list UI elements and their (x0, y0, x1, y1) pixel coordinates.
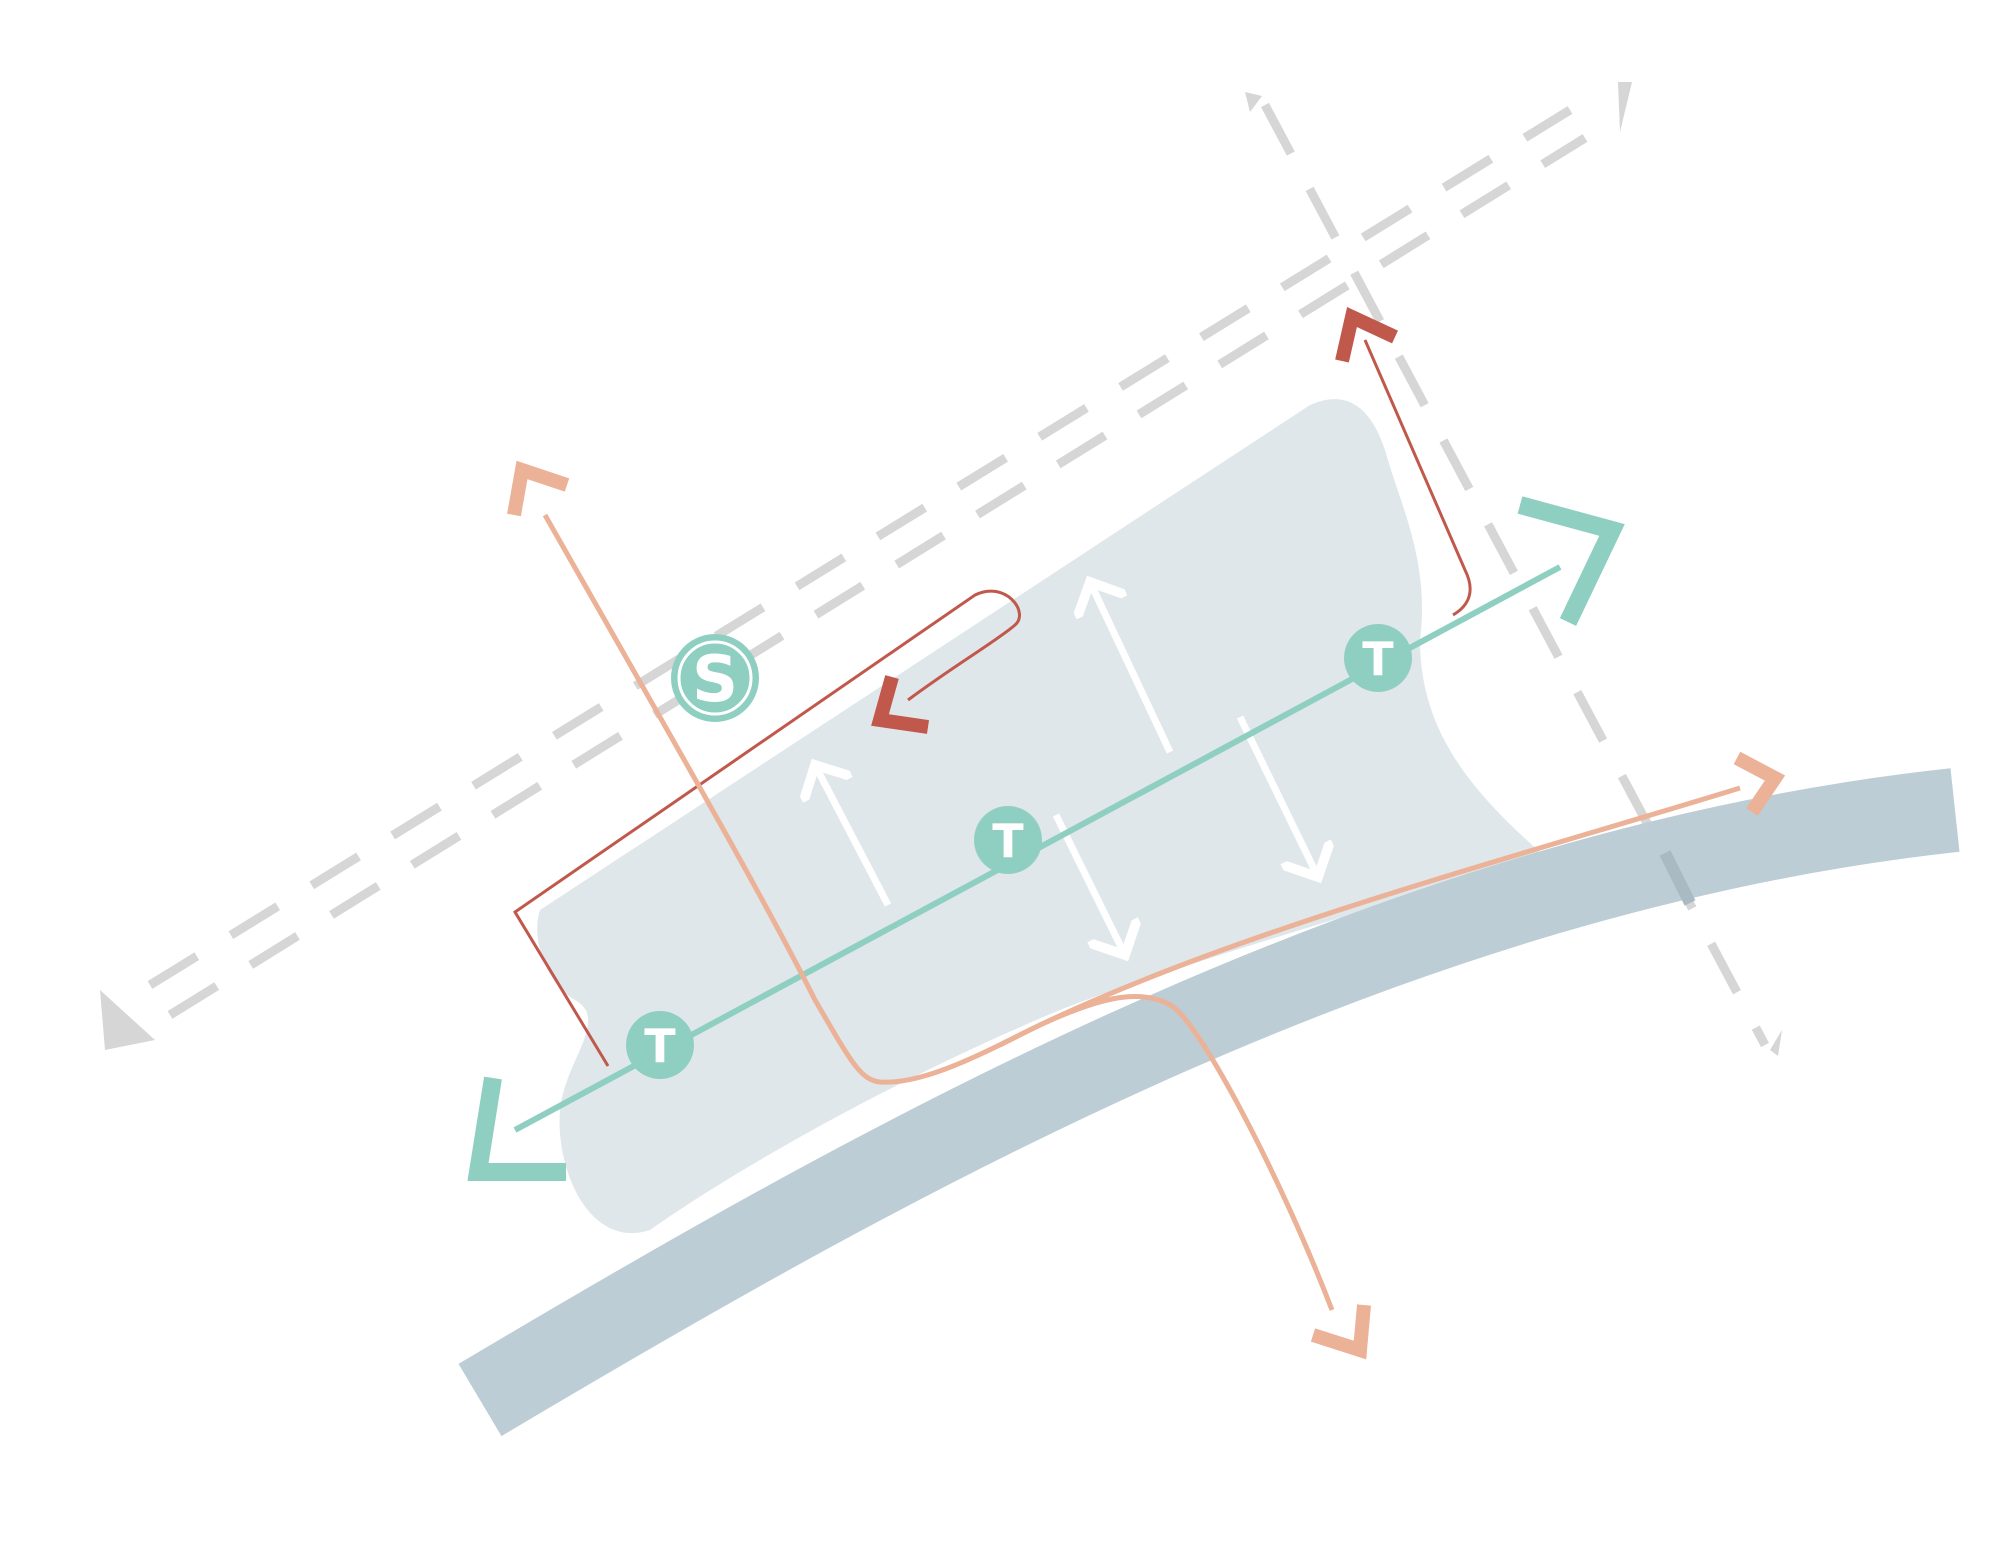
teal-bracket-right-icon (1517, 496, 1625, 626)
red-arrowhead-top-icon (1335, 306, 1398, 363)
node-s-ring (677, 640, 753, 716)
node-t3-label: T (1362, 632, 1394, 686)
white-double-arrows (815, 582, 1318, 955)
salmon-arrowhead-right-icon (1733, 751, 1786, 816)
node-s-circle (671, 634, 759, 722)
pale-region (537, 399, 1540, 1234)
white-arrow-1 (815, 765, 892, 907)
road-tick (1659, 850, 1696, 906)
red-outline-path (512, 589, 1021, 1067)
salmon-curve-horizontal (998, 785, 1741, 1048)
node-t1-label: T (644, 1019, 676, 1073)
red-arrowhead-left-icon (871, 675, 930, 734)
road-band (458, 768, 1960, 1437)
node-t2-label: T (992, 814, 1024, 868)
node-t3-circle (1344, 624, 1412, 692)
node-t3: T (1344, 624, 1412, 692)
node-s: S (671, 634, 759, 722)
dashed-guide-arrowhead-right-icon (1618, 82, 1632, 132)
red-vertical-path (1363, 339, 1472, 617)
node-t1-circle (626, 1011, 694, 1079)
dashed-guide-arrowhead-top-icon (1245, 92, 1262, 112)
node-s-label: S (692, 643, 738, 717)
salmon-curve-vertical (542, 513, 1335, 1311)
white-arrow-3 (1090, 582, 1174, 754)
node-t2: T (974, 806, 1042, 874)
white-arrow-4 (1236, 715, 1318, 877)
salmon-arrowhead-bottom-icon (1310, 1304, 1371, 1360)
dashed-guide-arrowhead-bottom-icon (1770, 1030, 1782, 1056)
white-arrow-2 (1052, 813, 1125, 955)
node-t2-circle (974, 806, 1042, 874)
teal-bracket-left-icon (467, 1076, 566, 1181)
salmon-arrowhead-top-icon (507, 460, 570, 517)
dashed-guide-arrowhead-left-icon (100, 990, 155, 1050)
node-t1: T (626, 1011, 694, 1079)
